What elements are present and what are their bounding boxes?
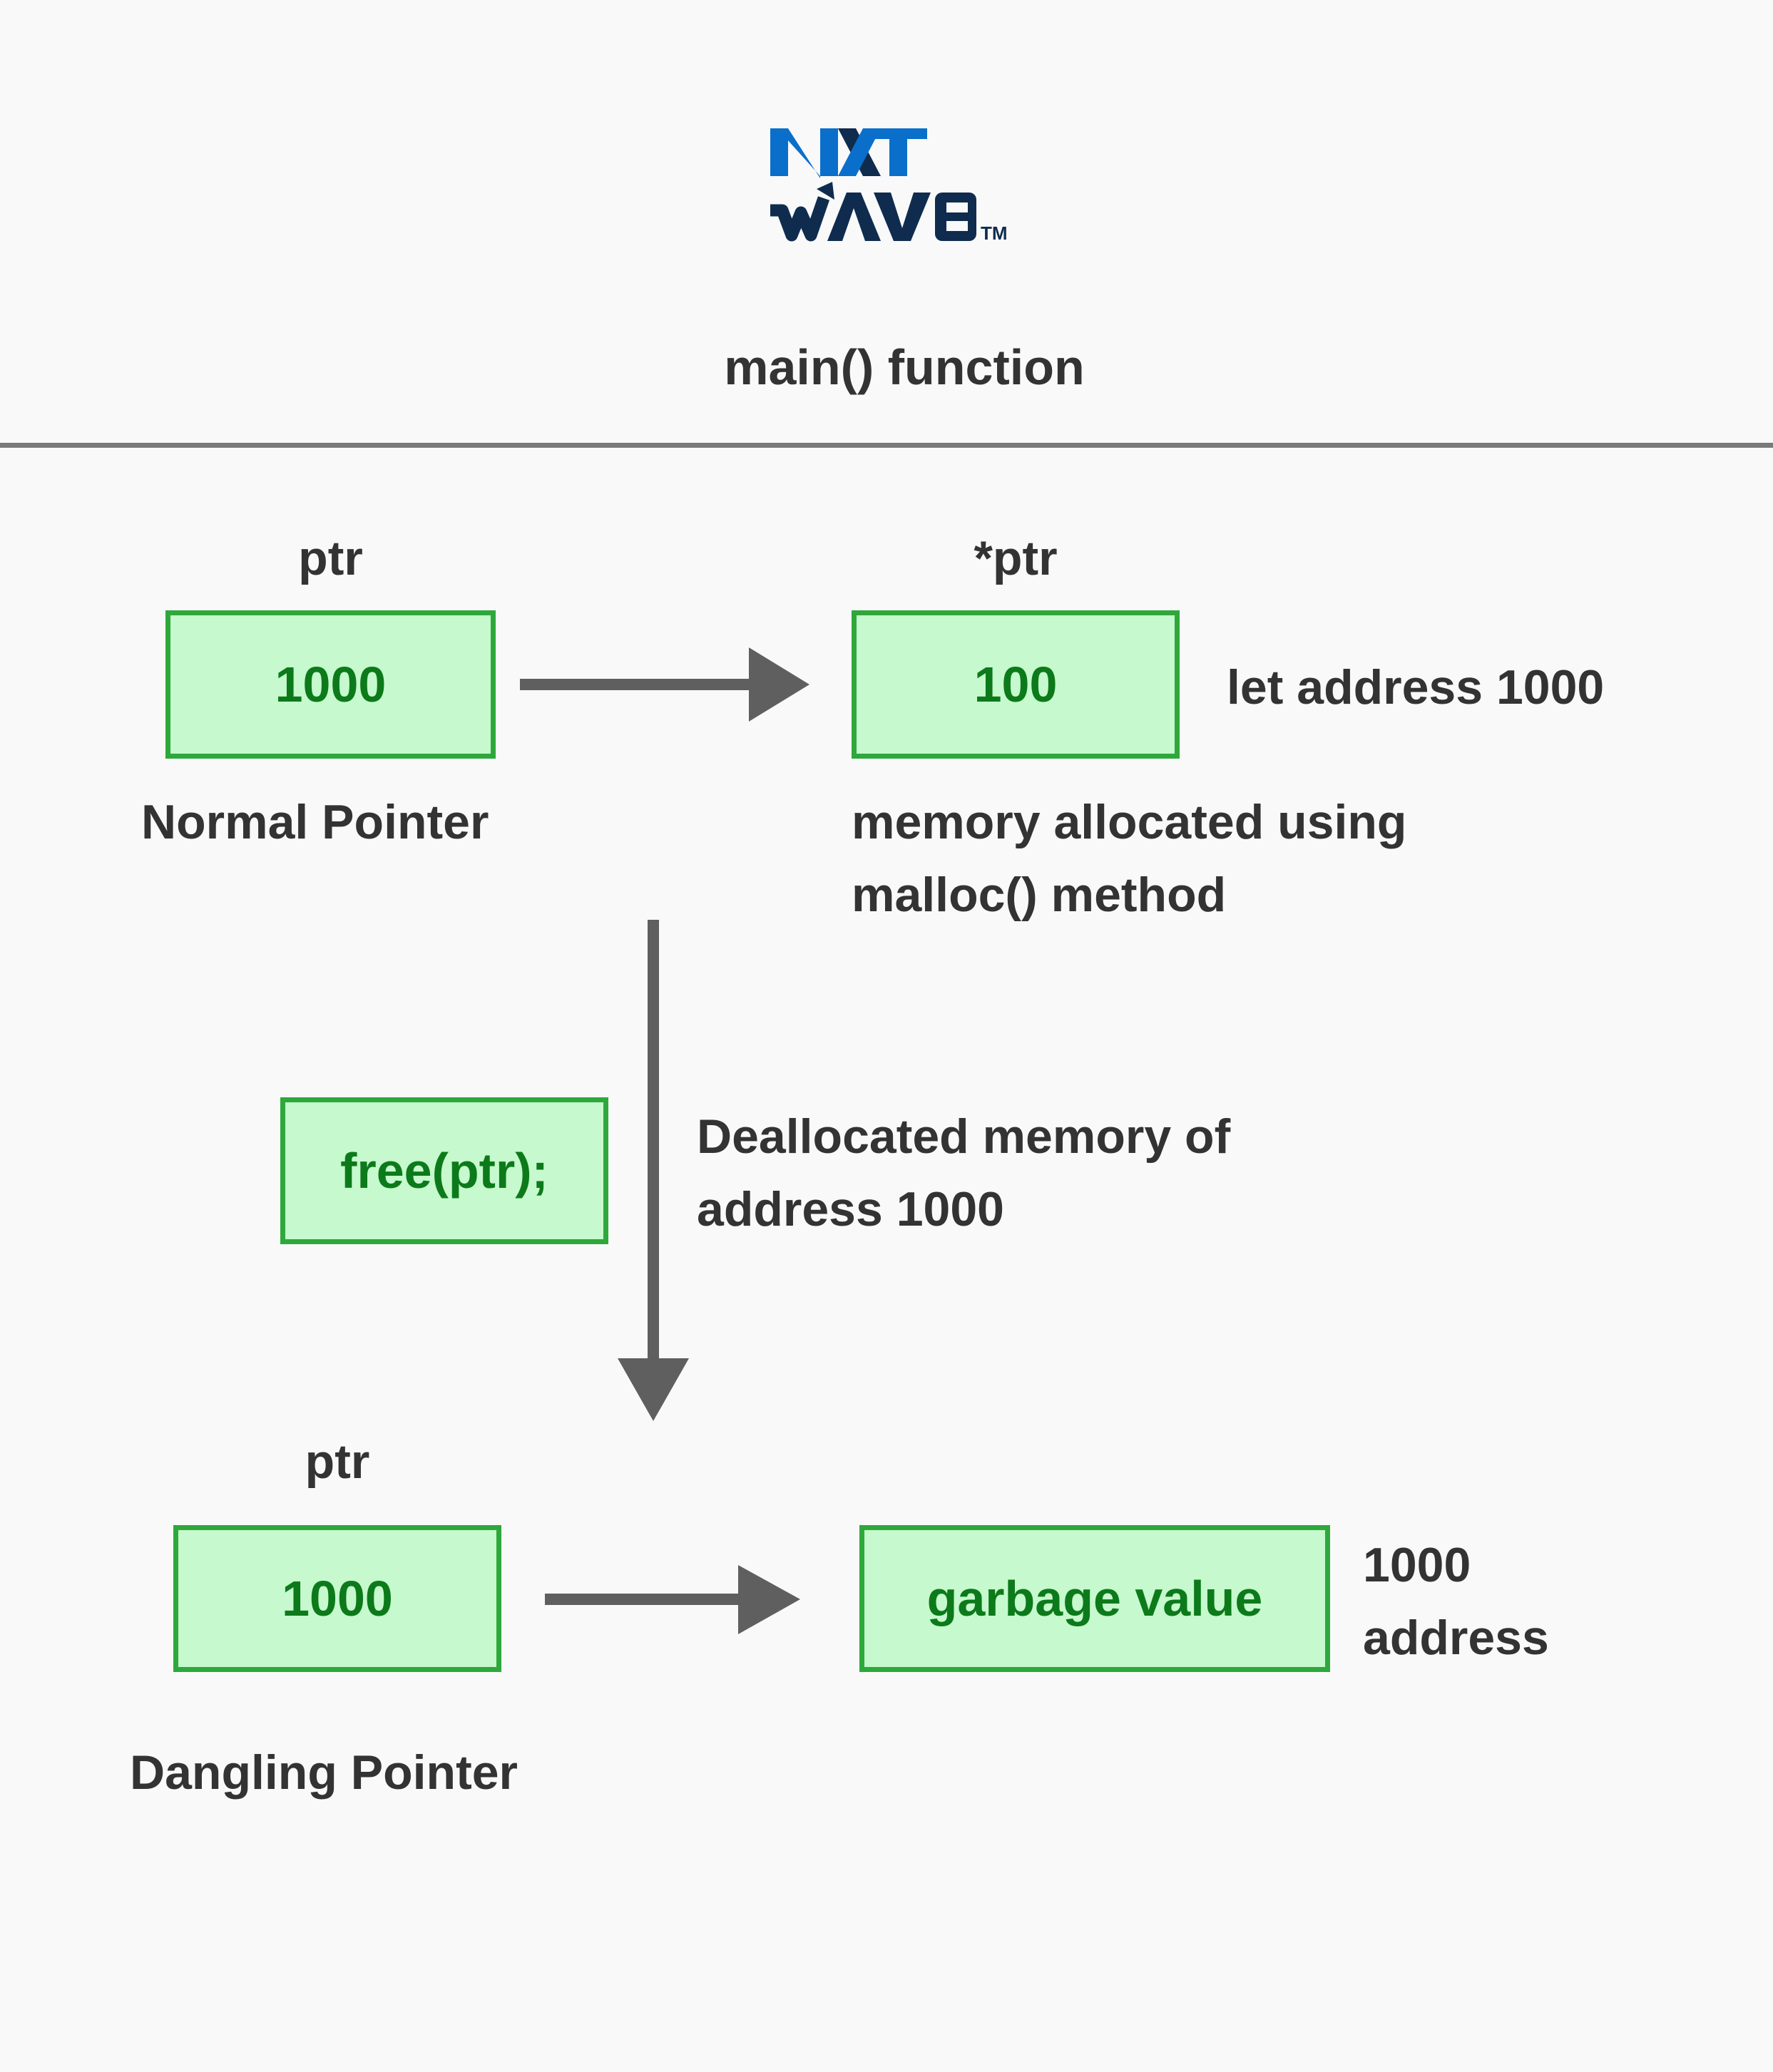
dangling-address-note-line2: address (1363, 1611, 1549, 1665)
arrow-dangling-to-garbage (545, 1565, 800, 1634)
garbage-value-box: garbage value (859, 1525, 1330, 1672)
dangling-ptr-box: 1000 (173, 1525, 501, 1672)
free-call-box: free(ptr); (280, 1097, 608, 1244)
deref-ptr-label: *ptr (974, 531, 1058, 585)
dangling-ptr-label: ptr (305, 1435, 370, 1489)
address-note: let address 1000 (1227, 660, 1605, 714)
deallocation-note-line2: address 1000 (697, 1182, 1004, 1236)
nxtwave-logo: TM (767, 121, 1023, 250)
normal-pointer-caption: Normal Pointer (141, 795, 489, 849)
page-title: main() function (724, 339, 1085, 395)
ptr-box: 1000 (165, 610, 496, 759)
arrow-ptr-to-value (520, 647, 809, 722)
deallocation-note-line1: Deallocated memory of (697, 1109, 1231, 1164)
arrow-free-down (618, 920, 689, 1421)
logo-graphic (770, 128, 976, 242)
allocation-note-line1: memory allocated using (852, 795, 1407, 849)
divider-line (0, 443, 1773, 448)
logo-trademark: TM (981, 222, 1008, 244)
dangling-pointer-caption: Dangling Pointer (130, 1745, 518, 1800)
ptr-label: ptr (298, 531, 363, 585)
dangling-address-note-line1: 1000 (1363, 1538, 1471, 1592)
allocation-note-line2: malloc() method (852, 868, 1227, 922)
heap-value-box: 100 (852, 610, 1180, 759)
